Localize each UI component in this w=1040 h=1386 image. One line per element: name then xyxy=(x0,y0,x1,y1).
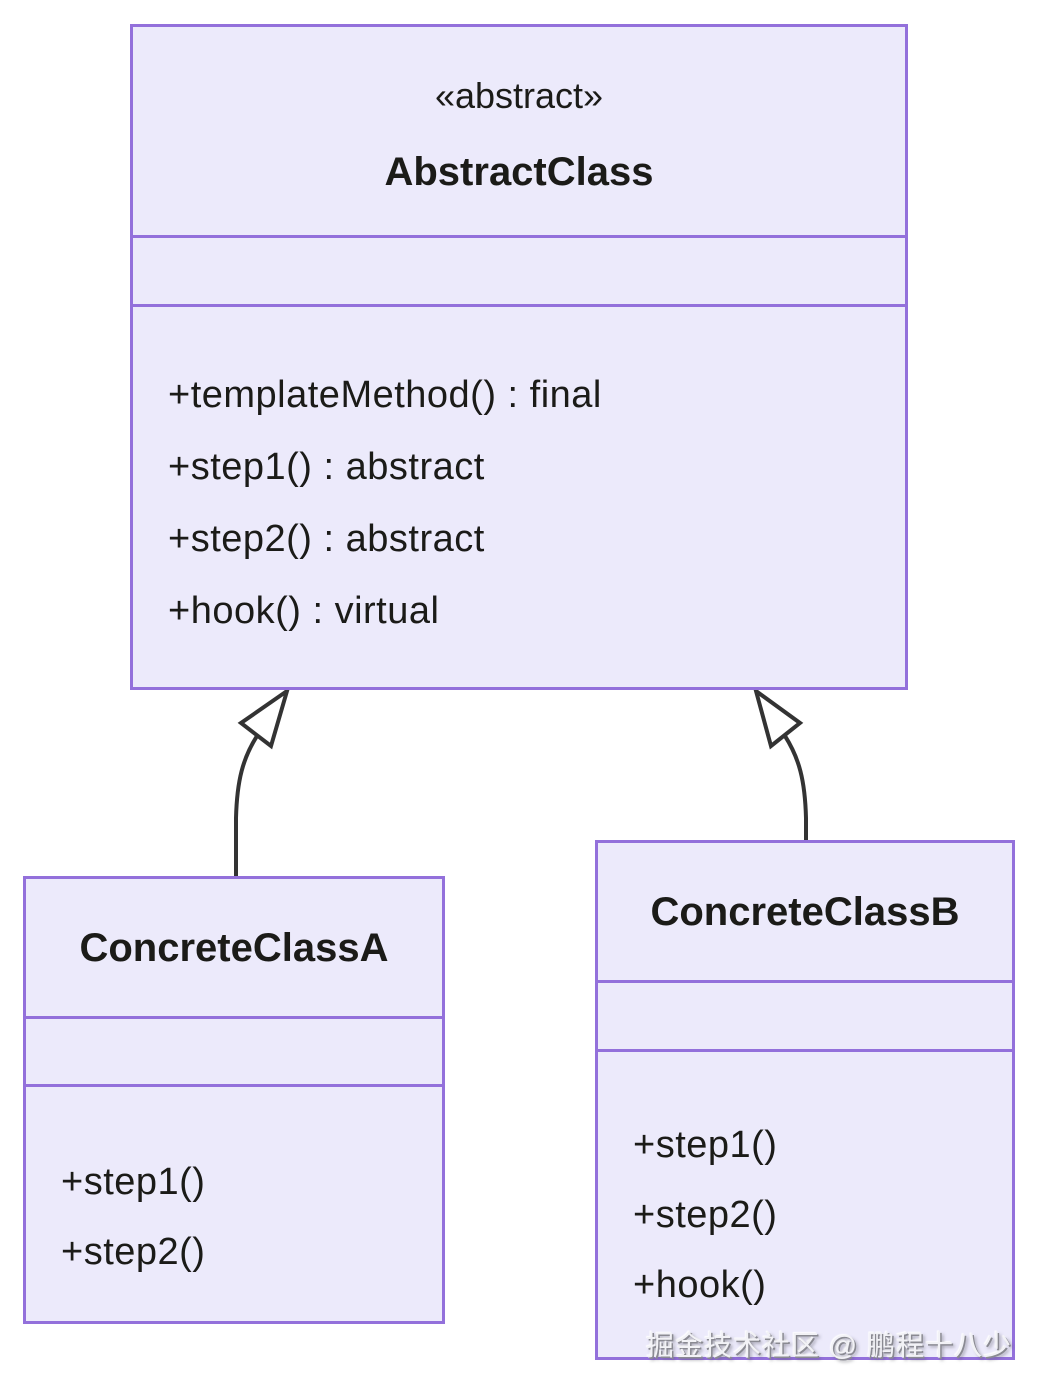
inheritance-arrowhead-b xyxy=(752,686,804,750)
class-node-abstractclass: «abstract» AbstractClass +templateMethod… xyxy=(130,24,908,690)
method-step1-abstract: +step1() : abstract xyxy=(168,446,485,488)
method-step2-b: +step2() xyxy=(633,1194,778,1236)
method-template-method: +templateMethod() : final xyxy=(168,374,602,416)
attributes-section-concreteclassa xyxy=(26,1019,442,1087)
class-header-concreteclassa: ConcreteClassA xyxy=(26,879,442,1019)
inheritance-arrowhead-a xyxy=(237,686,291,750)
edge-shaft-b xyxy=(783,734,808,841)
class-name-abstractclass: AbstractClass xyxy=(384,150,654,194)
method-step2-a: +step2() xyxy=(61,1231,206,1273)
methods-section-concreteclassb: +step1() +step2() +hook() xyxy=(598,1052,1012,1357)
class-header-abstractclass: «abstract» AbstractClass xyxy=(133,27,905,238)
methods-section-concreteclassa: +step1() +step2() xyxy=(26,1087,442,1321)
inheritance-edge-concrete-b xyxy=(752,686,808,841)
methods-section-abstractclass: +templateMethod() : final +step1() : abs… xyxy=(133,307,905,687)
class-header-concreteclassb: ConcreteClassB xyxy=(598,843,1012,983)
attributes-section-abstractclass xyxy=(133,238,905,307)
edge-shaft-a xyxy=(234,734,259,877)
method-hook-b: +hook() xyxy=(633,1264,767,1306)
class-node-concreteclassa: ConcreteClassA +step1() +step2() xyxy=(23,876,445,1324)
method-step1-a: +step1() xyxy=(61,1161,206,1203)
class-name-concreteclassb: ConcreteClassB xyxy=(650,889,960,934)
stereotype-label: «abstract» xyxy=(434,75,604,116)
method-step1-b: +step1() xyxy=(633,1124,778,1166)
watermark-text: 掘金技术社区 @ 鹏程十八少 xyxy=(646,1330,1012,1361)
method-step2-abstract: +step2() : abstract xyxy=(168,518,485,560)
inheritance-edge-concrete-a xyxy=(234,686,291,877)
method-hook-virtual: +hook() : virtual xyxy=(168,590,440,632)
attributes-section-concreteclassb xyxy=(598,983,1012,1052)
class-name-concreteclassa: ConcreteClassA xyxy=(79,925,389,970)
class-node-concreteclassb: ConcreteClassB +step1() +step2() +hook() xyxy=(595,840,1015,1360)
